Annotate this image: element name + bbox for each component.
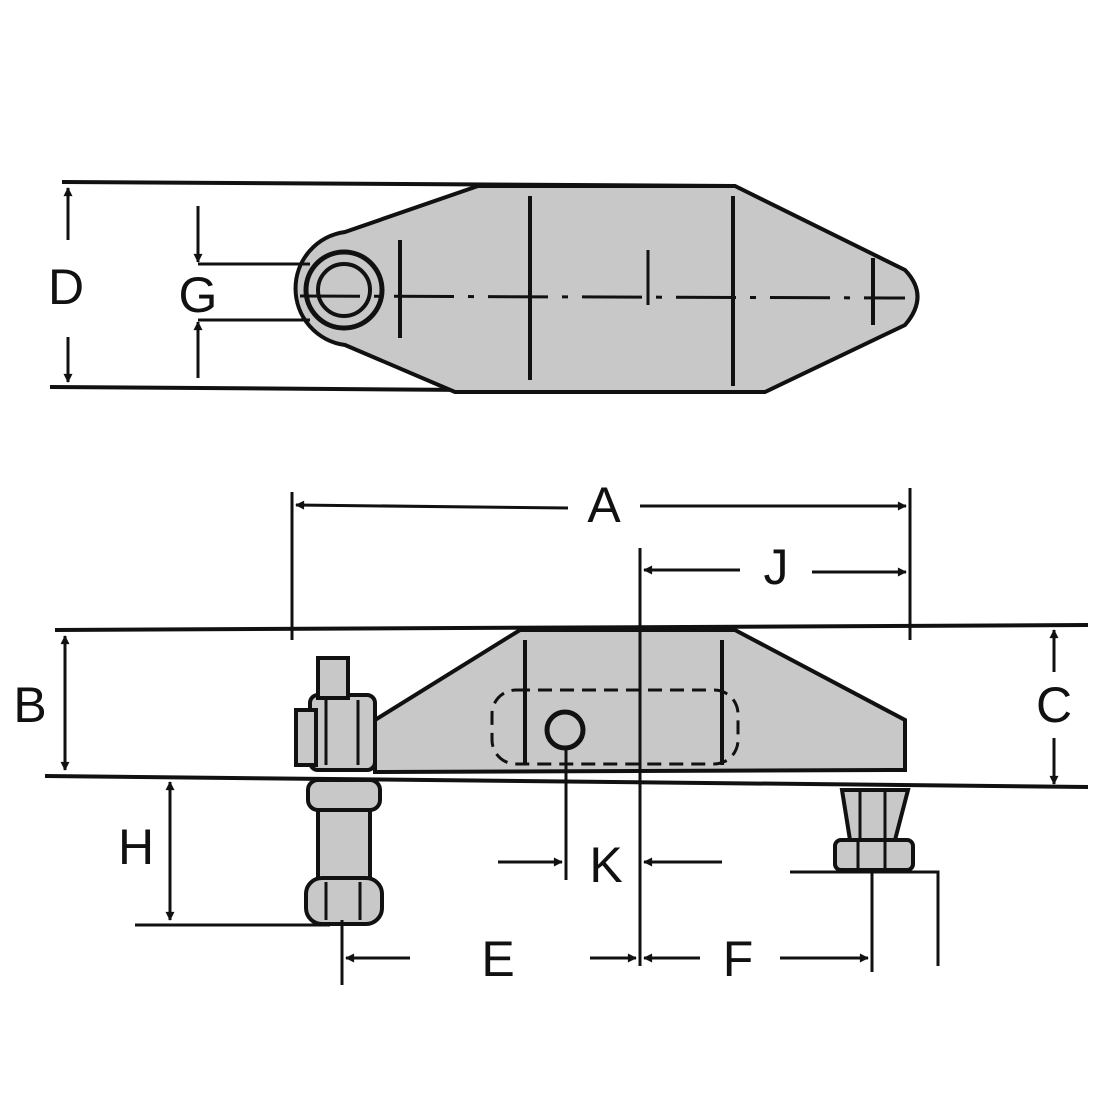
right-support-base (833, 838, 915, 872)
label-e: E (481, 931, 514, 987)
right-support-spindle (839, 788, 911, 842)
right-support-extension (790, 870, 940, 966)
left-stud (294, 656, 384, 926)
left-upper-nut (308, 693, 377, 772)
left-stud-shank (316, 808, 372, 882)
hidden-slot (490, 688, 740, 766)
label-g: G (179, 267, 218, 323)
pivot-pin (544, 709, 586, 751)
clamp-body-top (293, 184, 920, 394)
label-b: B (13, 677, 46, 733)
label-k: K (589, 837, 622, 893)
label-f: F (723, 931, 754, 987)
label-j: J (764, 539, 789, 595)
left-lower-nut (304, 876, 384, 926)
a-dimension-left (295, 500, 569, 510)
label-c: C (1036, 677, 1072, 733)
label-h: H (118, 819, 154, 875)
label-d: D (48, 259, 84, 315)
pivot-hole-inner (316, 262, 372, 318)
side-view-upper-line (54, 623, 1089, 632)
top-view (49, 180, 920, 394)
left-washer (306, 778, 382, 812)
left-stud-top (316, 656, 350, 700)
right-support (833, 788, 915, 872)
side-view (44, 488, 1089, 985)
label-a: A (587, 477, 621, 533)
